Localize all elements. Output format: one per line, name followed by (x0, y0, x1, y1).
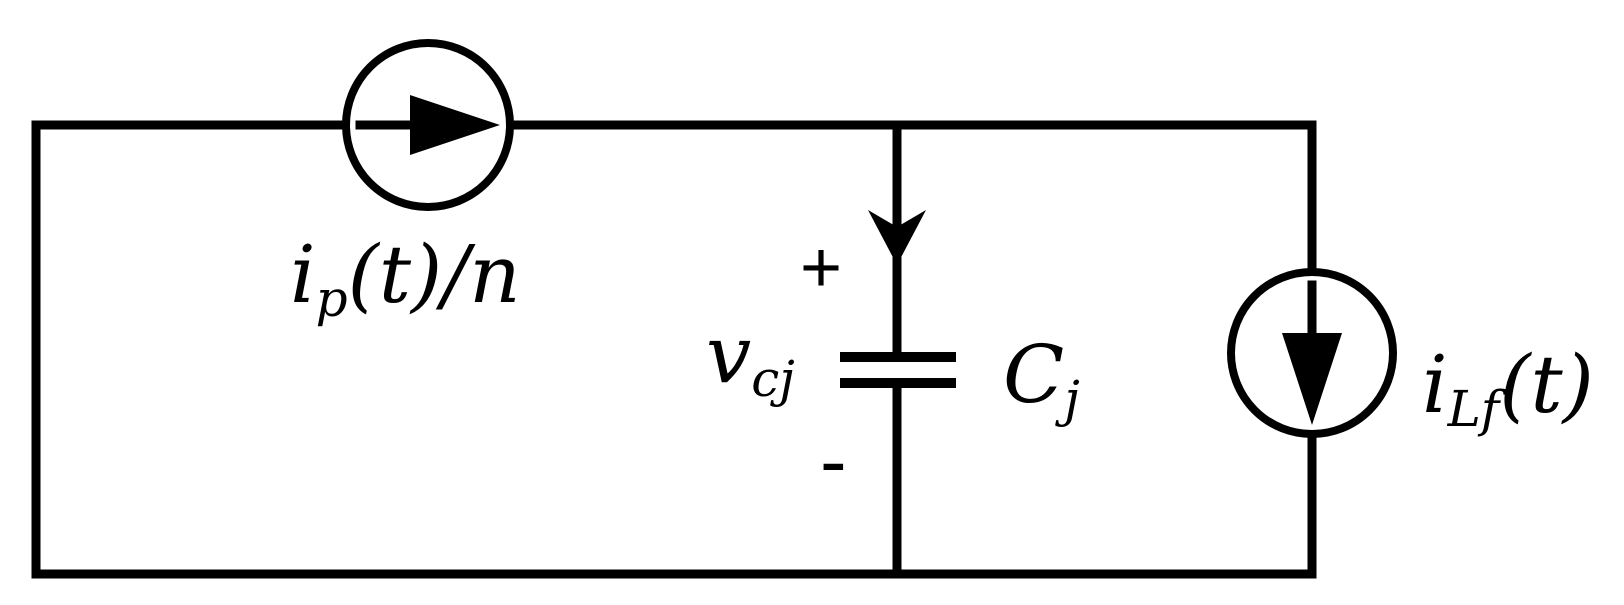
minus-sign: - (820, 416, 847, 505)
load-current-label: iLf(t) (1422, 338, 1594, 438)
arrow-down-icon (868, 210, 926, 265)
current-source-horizontal (342, 39, 514, 211)
arrow-down-icon (1282, 333, 1342, 425)
wires (31, 120, 1317, 579)
source-current-label: ip(t)/n (290, 228, 521, 328)
capacitor (840, 352, 956, 388)
capacitor-label: Cj (1003, 328, 1080, 428)
capacitor-voltage-label: vcj (706, 308, 795, 408)
plus-sign: + (800, 228, 842, 308)
arrow-right-icon (410, 95, 500, 155)
current-source-vertical (1227, 268, 1397, 438)
